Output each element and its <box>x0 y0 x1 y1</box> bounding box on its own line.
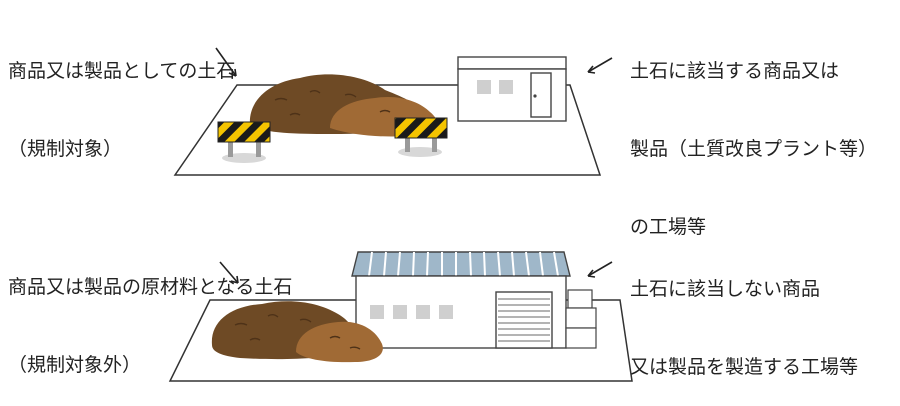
bottom-right-arrow <box>587 261 613 277</box>
bottom-right-arrowhead <box>587 269 596 278</box>
top-scene <box>173 47 613 176</box>
top-right-arrowhead <box>587 65 596 74</box>
bottom-right-label-line1: 土石に該当しない商品 <box>630 278 821 300</box>
bottom-soil-texture <box>234 314 361 350</box>
top-barrier-left <box>217 121 271 163</box>
bottom-factory-window-4 <box>439 305 453 319</box>
top-left-arrow <box>215 47 237 77</box>
bottom-stacked-boxes <box>565 289 597 349</box>
bottom-factory-shutter <box>495 291 553 349</box>
top-factory-window-2 <box>499 80 513 94</box>
diagram-illustration <box>168 47 633 382</box>
bottom-left-arrowhead <box>230 275 239 284</box>
top-right-label-line1: 土石に該当する商品又は <box>630 60 840 82</box>
bottom-right-label: 土石に該当しない商品 又は製品を製造する工場等 <box>630 224 858 406</box>
top-left-label-line2: （規制対象） <box>8 138 123 160</box>
bottom-left-label-line1: 商品又は製品の原材料となる土石 <box>8 276 293 298</box>
bottom-left-arrow <box>219 261 239 284</box>
top-right-label-line3: の工場等 <box>630 216 707 238</box>
top-left-label: 商品又は製品としての土石 （規制対象） <box>8 6 235 188</box>
bottom-left-label: 商品又は製品の原材料となる土石 （規制対象外） <box>8 222 292 404</box>
top-soil-texture <box>274 90 411 124</box>
bottom-factory-window-1 <box>370 305 384 319</box>
bottom-left-label-line2: （規制対象外） <box>8 354 142 376</box>
top-factory-door <box>530 72 552 118</box>
top-barrier-right <box>394 117 448 157</box>
top-factory <box>457 56 567 122</box>
top-right-label-line2: 製品（土質改良プラント等） <box>630 138 878 160</box>
bottom-factory-roof-stripes <box>368 251 559 277</box>
bottom-factory-window-2 <box>393 305 407 319</box>
bottom-factory-window-3 <box>416 305 430 319</box>
bottom-factory-roof <box>351 251 571 277</box>
top-factory-window-1 <box>477 80 491 94</box>
top-left-label-line1: 商品又は製品としての土石 <box>8 60 236 82</box>
bottom-scene <box>168 251 633 382</box>
top-left-arrowhead <box>228 68 237 77</box>
bottom-factory <box>351 251 597 349</box>
top-right-arrow <box>587 57 613 73</box>
top-right-label: 土石に該当する商品又は 製品（土質改良プラント等） の工場等 <box>630 6 877 266</box>
bottom-right-label-line2: 又は製品を製造する工場等 <box>630 356 859 378</box>
bottom-soil-pile-front <box>296 321 383 363</box>
